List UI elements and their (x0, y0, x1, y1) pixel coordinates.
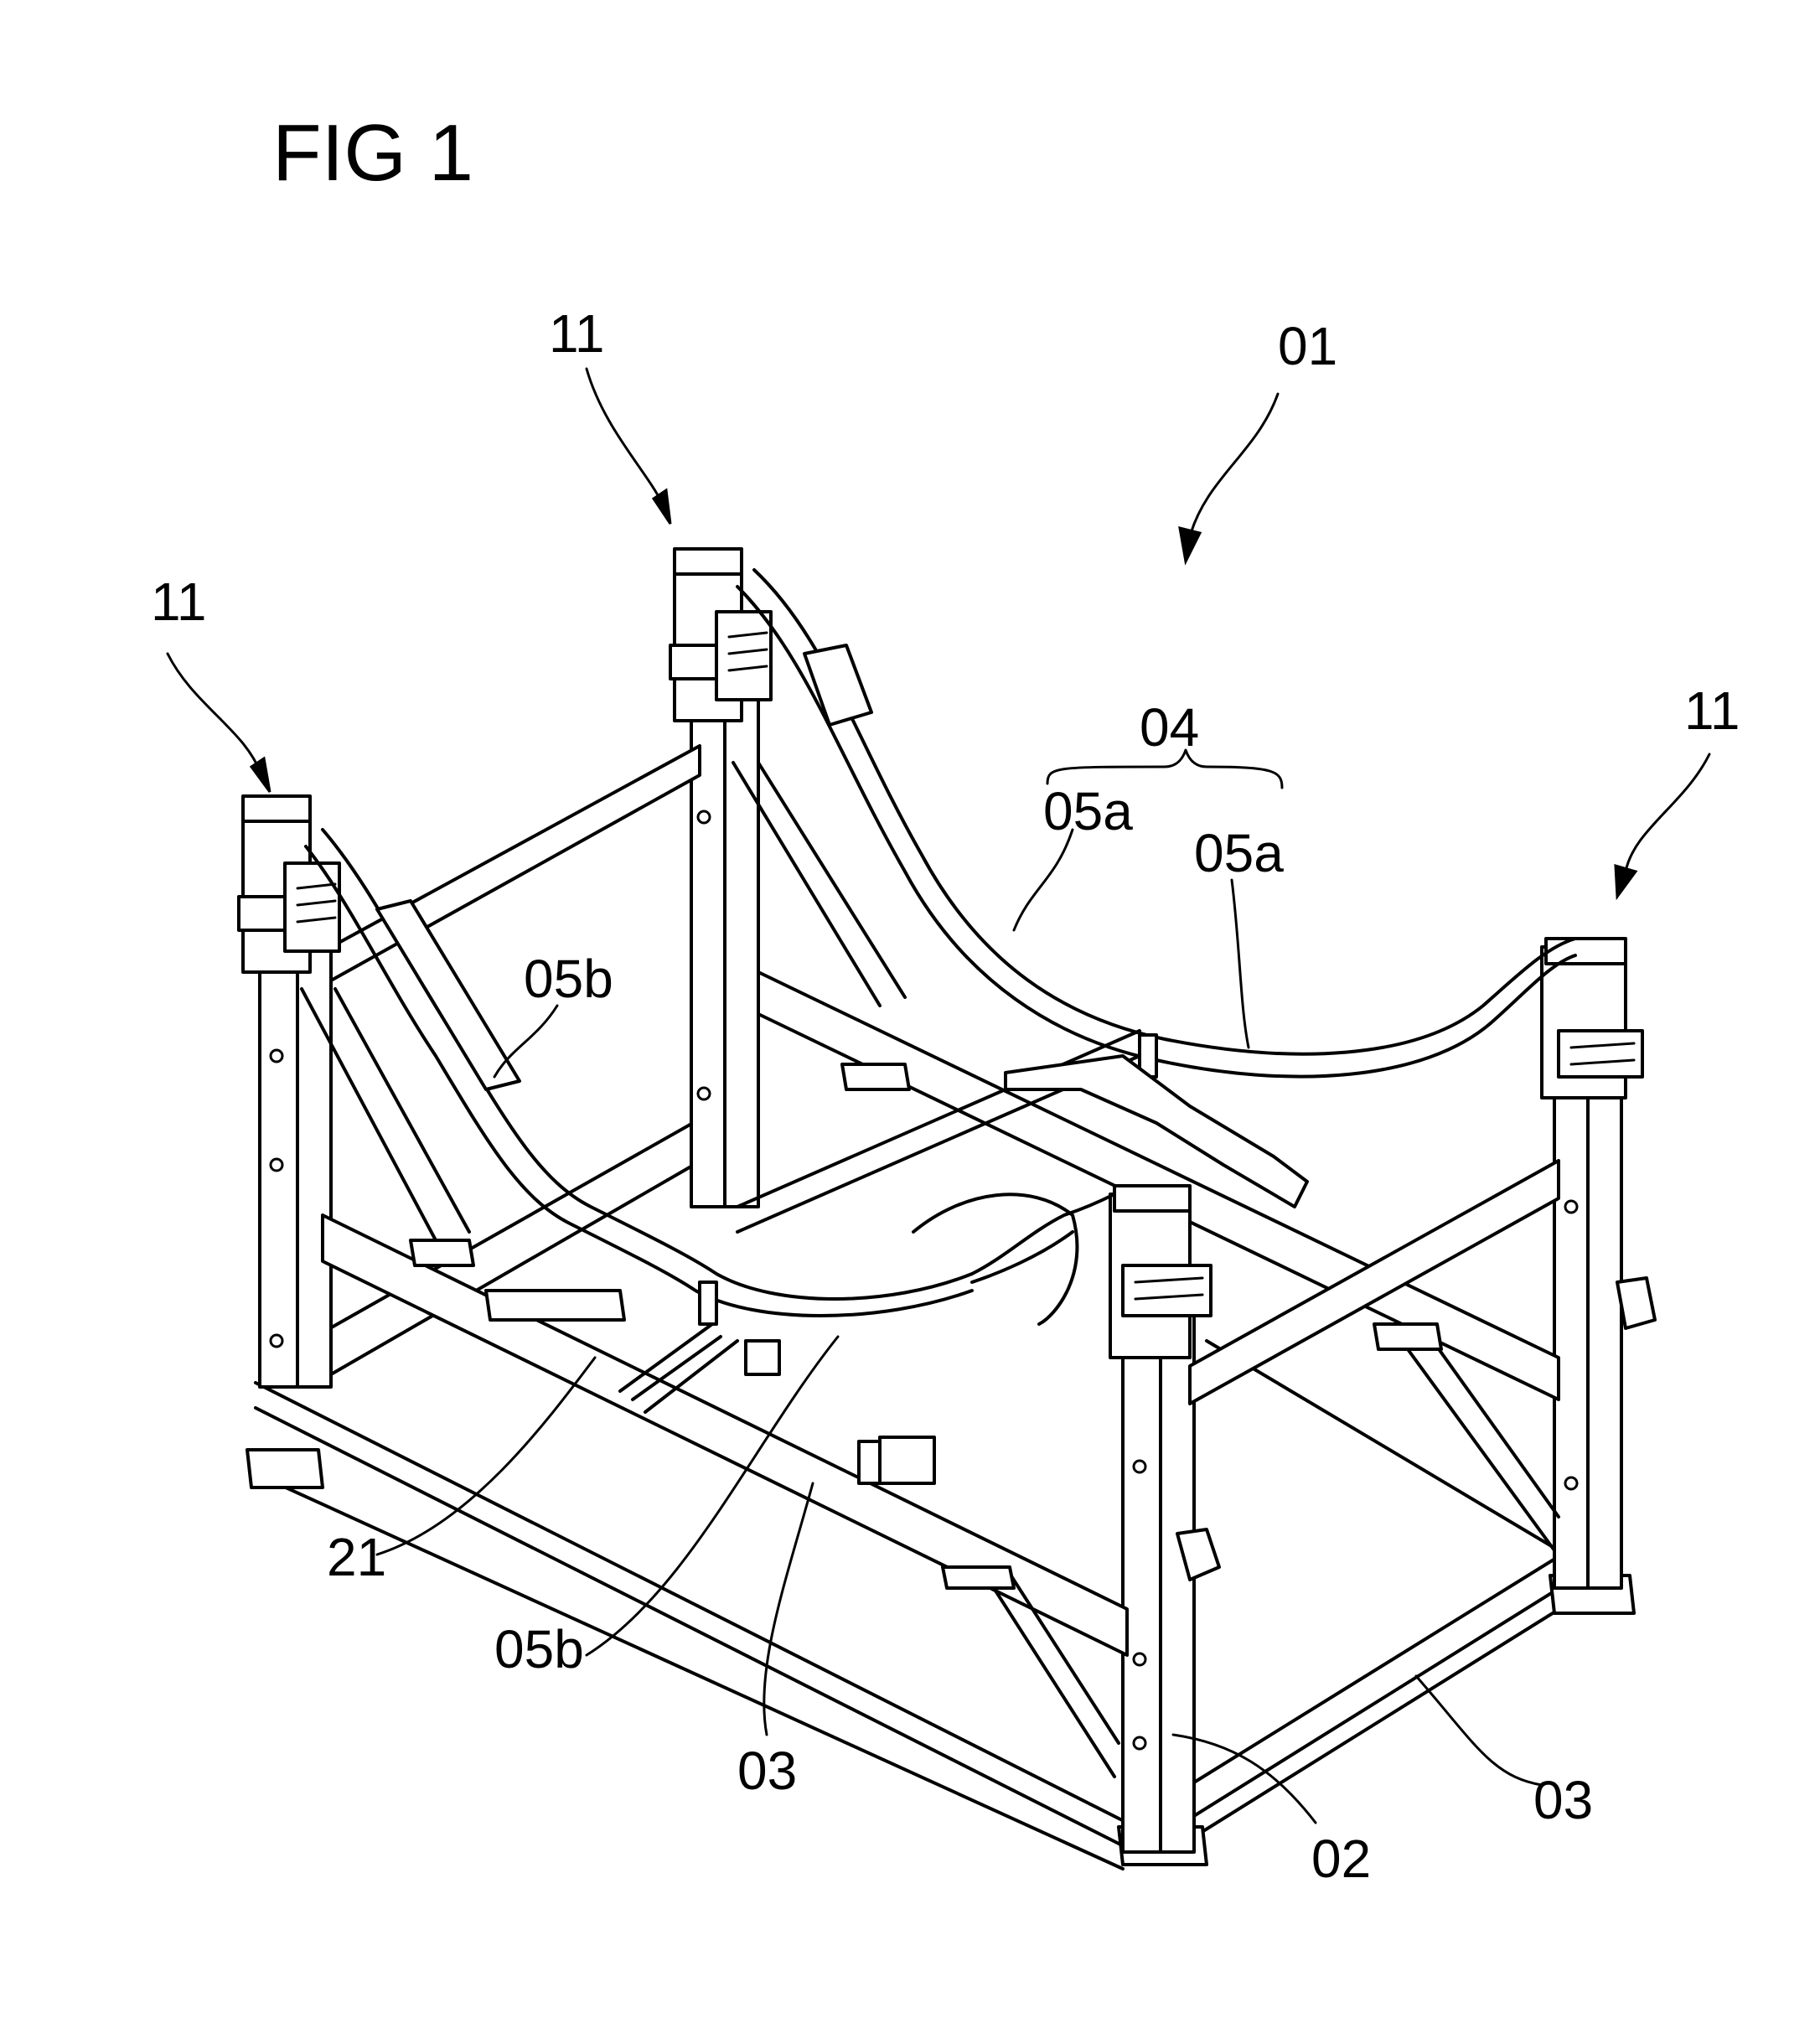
post-front-left (258, 903, 333, 1389)
label-04: 04 (1140, 697, 1199, 758)
label-05a-left: 05a (1043, 781, 1133, 841)
reference-labels: 01 11 11 11 04 05a 05a 05b 21 05b 03 03 … (151, 303, 1740, 1889)
figure-title: FIG 1 (272, 108, 473, 198)
post-front-right (1121, 1314, 1221, 1854)
saddle-pieces (912, 1054, 1309, 1326)
label-03-right: 03 (1533, 1770, 1593, 1830)
label-05b-lower: 05b (494, 1619, 584, 1679)
label-05b-upper: 05b (524, 949, 613, 1009)
upper-beams (321, 744, 1560, 1657)
corner-head-front (1109, 1184, 1212, 1359)
corner-head-rear (669, 547, 773, 722)
corner-head-left (237, 794, 341, 974)
transport-frame-drawing (237, 547, 1657, 1870)
rail-front-curved (304, 828, 1116, 1326)
label-11-right: 11 (1684, 680, 1740, 741)
label-03-front: 03 (737, 1741, 797, 1801)
label-05a-right: 05a (1194, 823, 1284, 883)
label-02: 02 (1311, 1829, 1371, 1889)
label-01: 01 (1278, 316, 1337, 376)
rail-rear-curved (736, 568, 1577, 1079)
leader-lines (166, 367, 1711, 1824)
corner-head-right (1540, 937, 1644, 1099)
label-11-left: 11 (151, 572, 206, 632)
label-11-rear: 11 (549, 303, 604, 364)
diagonal-braces (300, 761, 1560, 1778)
front-tools (618, 1322, 936, 1485)
label-21: 21 (327, 1527, 386, 1587)
post-rear-right (1553, 1079, 1657, 1590)
